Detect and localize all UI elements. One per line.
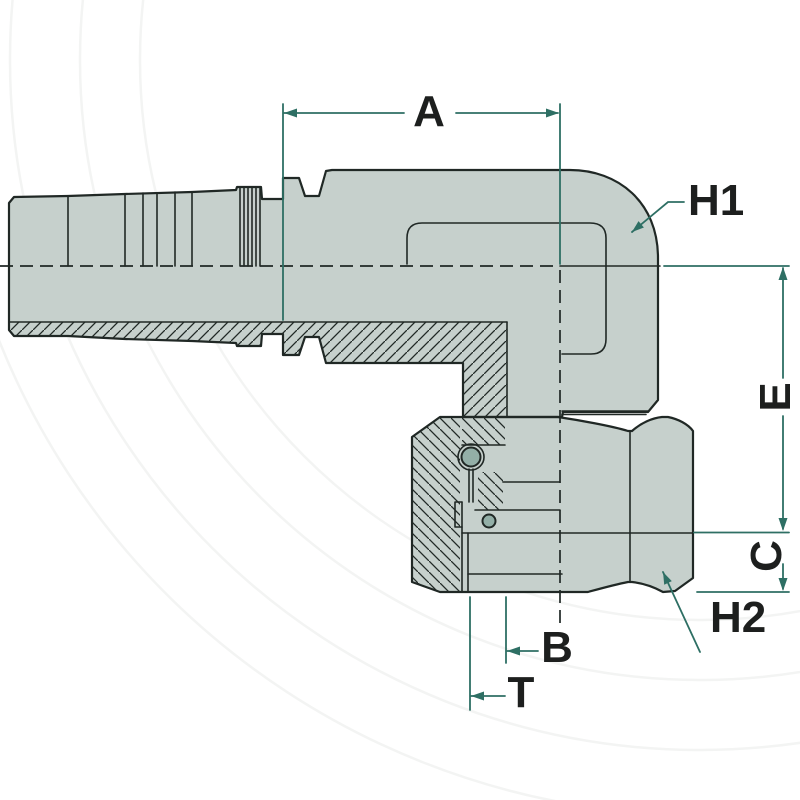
watermark-arc: [138, 0, 800, 622]
nut-section-hatch-left: [412, 417, 460, 592]
dimension-label-t: T: [508, 668, 535, 717]
dimension-label-h2: H2: [710, 593, 766, 642]
arrowhead: [778, 578, 788, 591]
nut-outline: [410, 415, 695, 594]
dimension-c: C: [693, 531, 791, 593]
arrowhead: [284, 108, 297, 118]
centerlines: [0, 265, 661, 625]
dimension-label-c: C: [742, 540, 791, 572]
nut-internal-lines: [454, 444, 694, 593]
hose-barb-grooves: [67, 186, 261, 267]
watermark-arc: [8, 0, 800, 752]
o-ring-section: [460, 446, 482, 468]
body-section-hatch: [9, 322, 507, 417]
dimension-label-e: E: [751, 382, 800, 411]
dimension-label-a: A: [413, 87, 445, 136]
section-hatching: [9, 322, 507, 592]
arrowhead: [471, 691, 484, 701]
dimension-label-b: B: [541, 623, 573, 672]
leader-line: [631, 201, 685, 233]
o-ring: [457, 443, 485, 471]
dimension-label-h1: H1: [688, 176, 744, 225]
dimension-e: E: [663, 265, 800, 531]
nut-section-hatch-upper: [462, 417, 505, 445]
watermark-arc: [78, 0, 800, 682]
arrowhead: [546, 108, 559, 118]
arrowhead: [778, 518, 788, 531]
nut-silhouette: [412, 417, 693, 592]
arrowhead: [778, 267, 788, 280]
dimension-b: B: [505, 596, 573, 672]
nut-section-hatch-lower: [478, 472, 503, 510]
swivel-nut: [412, 417, 693, 592]
leader-line: [662, 571, 701, 653]
back-ring-section: [481, 513, 497, 529]
arrowhead: [663, 572, 672, 585]
callout-h2: H2: [662, 571, 766, 653]
dimension-a: A: [282, 87, 561, 321]
arrowhead: [632, 221, 644, 232]
callout-h1: H1: [631, 176, 744, 233]
body-inner-contour: [406, 222, 607, 355]
o-ring-groove: [457, 443, 485, 471]
arrowhead: [507, 646, 520, 656]
dimension-t: T: [469, 596, 535, 717]
